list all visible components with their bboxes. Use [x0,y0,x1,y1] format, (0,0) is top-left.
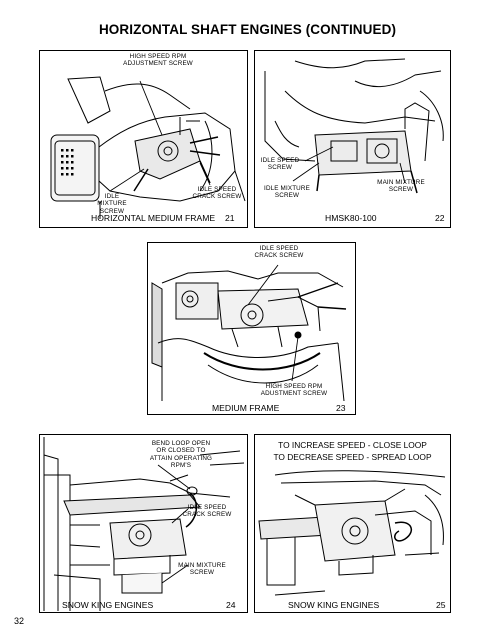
figure-caption: HORIZONTAL MEDIUM FRAME [91,213,216,223]
label-high-speed-rpm-adjustment-screw: HIGH SPEED RPM ADJUSTMENT SCREW [123,53,193,68]
label-idle-speed-screw: IDLE SPEED SCREW [260,157,300,172]
figure-number: 23 [336,403,346,413]
page-number: 32 [14,616,25,626]
figure-25-panel: TO INCREASE SPEED - CLOSE LOOP TO DECREA… [254,434,451,613]
label-idle-mixture-screw: IDLE MIXTURE SCREW [264,185,310,200]
figure-24-panel: BEND LOOP OPEN OR CLOSED TO ATTAIN OPERA… [39,434,248,613]
speed-note-line-2: TO DECREASE SPEED - SPREAD LOOP [273,452,432,462]
figure-number: 25 [436,600,446,610]
label-main-mixture-screw: MAIN MIXTURE SCREW [178,562,226,577]
figure-21-drawing [50,76,246,219]
figure-caption: MEDIUM FRAME [212,403,280,413]
figure-number: 21 [225,213,235,223]
figure-number: 24 [226,600,236,610]
figure-caption: SNOW KING ENGINES [288,600,380,610]
label-idle-speed-crack-screw: IDLE SPEED CRACK SCREW [192,186,242,201]
label-high-speed-rpm-adjustment-screw: HIGH SPEED RPM ADUSTMENT SCREW [260,383,328,398]
figure-23-panel: IDLE SPEED CRACK SCREW HIGH SPEED RPM AD… [147,242,356,415]
figure-22-panel: IDLE SPEED SCREW IDLE MIXTURE SCREW MAIN… [254,50,451,228]
page-title: HORIZONTAL SHAFT ENGINES (CONTINUED) [98,22,397,37]
figure-21-panel: HIGH SPEED RPM ADJUSTMENT SCREW IDLE MIX… [39,50,248,228]
figure-24-drawing [43,437,245,611]
label-bend-loop: BEND LOOP OPEN OR CLOSED TO ATTAIN OPERA… [149,440,213,470]
figure-caption: HMSK80-100 [325,213,377,223]
label-idle-speed-crack-screw: IDLE SPEED CRACK SCREW [182,504,232,519]
speed-note-line-1: TO INCREASE SPEED - CLOSE LOOP [278,440,427,450]
figure-25-drawing [258,470,446,596]
figure-caption: SNOW KING ENGINES [62,600,154,610]
label-idle-speed-crack-screw: IDLE SPEED CRACK SCREW [254,245,304,260]
figure-number: 22 [435,213,445,223]
label-idle-mixture-screw: IDLE MIXTURE SCREW [97,193,127,215]
figure-22-drawing [264,58,444,194]
label-main-mixture-screw: MAIN MIXTURE SCREW [377,179,425,194]
figure-23-drawing [151,264,347,402]
